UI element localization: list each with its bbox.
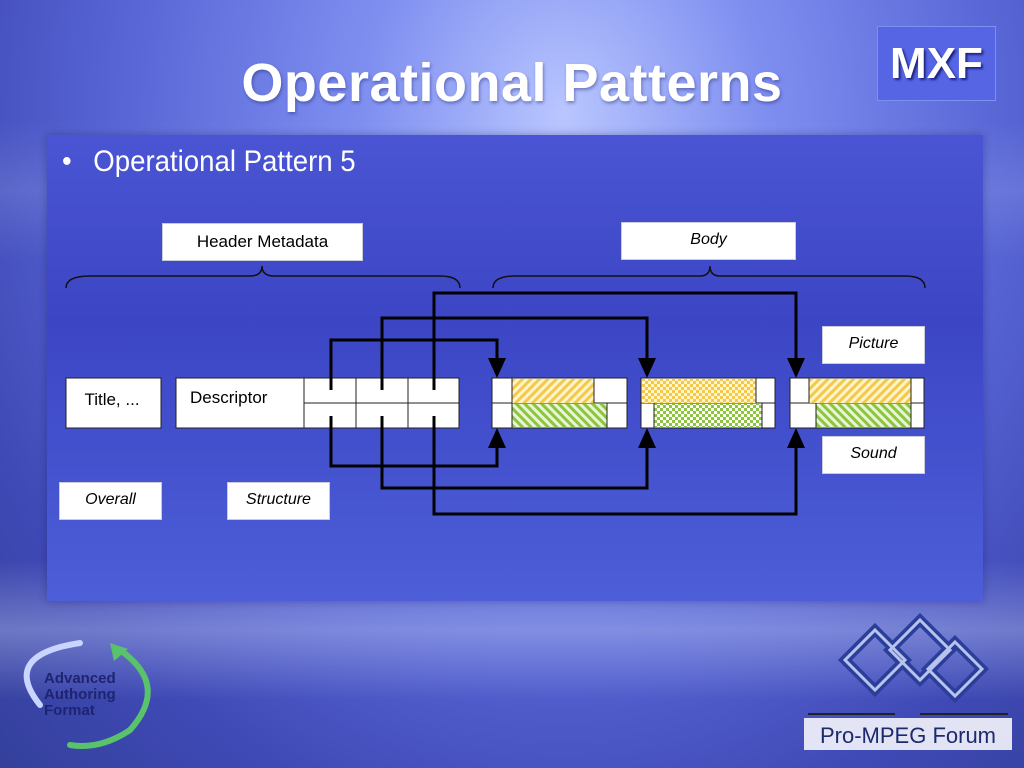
title-cell-text: Title, ... [84, 390, 139, 409]
descriptor-cell-text: Descriptor [190, 388, 268, 407]
picture-track-arrows [329, 291, 798, 390]
aaf-line-2: Authoring [44, 686, 116, 703]
bullet-text: Operational Pattern 5 [93, 145, 356, 178]
body-label: Body [621, 222, 796, 260]
content-panel [47, 135, 983, 601]
essence-container-3 [789, 377, 925, 429]
header-brace [65, 265, 461, 289]
bullet-dot: • [62, 145, 72, 178]
diamond-mark-icon [837, 612, 990, 704]
essence-container-2 [640, 377, 776, 429]
body-brace [492, 265, 926, 289]
structure-label: Structure [227, 482, 330, 520]
arrow-heads [488, 358, 805, 448]
header-metadata-label: Header Metadata [162, 223, 363, 261]
picture-label: Picture [822, 326, 925, 364]
pro-mpeg-logo: Pro-MPEG Forum [804, 612, 1012, 750]
sound-label: Sound [822, 436, 925, 474]
bullet-item: • Operational Pattern 5 [62, 145, 356, 179]
aaf-line-1: Advanced [44, 670, 116, 687]
title-cell [65, 377, 162, 429]
aaf-arc-icon [23, 640, 83, 708]
pro-mpeg-text: Pro-MPEG Forum [820, 723, 996, 748]
mxf-badge: MXF [877, 26, 996, 101]
sound-track-arrows [329, 416, 798, 516]
slide-title: Operational Patterns [241, 53, 783, 113]
aaf-line-3: Format [44, 702, 95, 719]
overall-label: Overall [59, 482, 162, 520]
aaf-logo: Advanced Authoring Format [23, 640, 151, 749]
essence-container-1 [491, 377, 628, 429]
